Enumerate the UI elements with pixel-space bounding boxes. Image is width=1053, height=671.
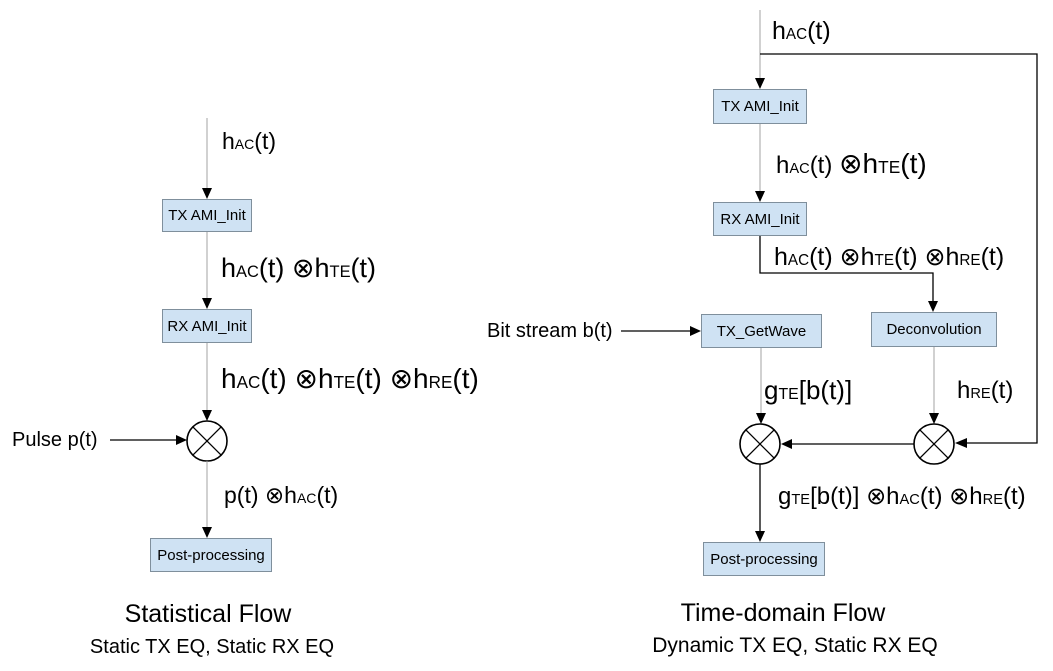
left-after-tx-label: hAC(t) ⊗hTE(t) bbox=[221, 253, 377, 283]
rx-to-deconvolution-elbow bbox=[759, 236, 934, 301]
arrowhead-into-deconvolution bbox=[928, 301, 938, 312]
right-input-signal-label: hAC(t) bbox=[772, 17, 831, 45]
left-arrowhead-into-tx bbox=[202, 188, 212, 199]
left-flow-connectors bbox=[110, 118, 228, 538]
bit-stream-input-label: Bit stream b(t) bbox=[487, 320, 613, 342]
deconvolution-output-label: hRE(t) bbox=[957, 377, 1014, 404]
conv1-x-stroke bbox=[745, 429, 775, 459]
right-arrowhead-into-rx bbox=[755, 191, 765, 202]
left-tx-ami-init-label: TX AMI_Init bbox=[168, 207, 246, 224]
left-after-conv-label: p(t) ⊗hAC(t) bbox=[224, 482, 339, 508]
right-after-conv-label: gTE[b(t)] ⊗hAC(t) ⊗hRE(t) bbox=[778, 483, 1026, 510]
right-arrowhead-into-post bbox=[755, 531, 765, 542]
right-flow-title: Time-domain Flow bbox=[680, 599, 886, 627]
left-input-signal-label: hAC(t) bbox=[222, 128, 276, 154]
right-tx-ami-init-box: TX AMI_Init bbox=[713, 89, 807, 124]
tx-getwave-box: TX_GetWave bbox=[701, 314, 822, 348]
pulse-input-label: Pulse p(t) bbox=[12, 429, 98, 451]
left-rx-ami-init-box: RX AMI_Init bbox=[162, 309, 252, 343]
left-tx-ami-init-box: TX AMI_Init bbox=[162, 199, 252, 232]
pulse-arrowhead bbox=[176, 435, 187, 445]
arrowhead-into-conv1 bbox=[756, 413, 766, 424]
right-after-rx-label: hAC(t) ⊗hTE(t) ⊗hRE(t) bbox=[774, 243, 1005, 271]
getwave-output-label: gTE[b(t)] bbox=[764, 375, 853, 405]
right-rx-ami-init-box: RX AMI_Init bbox=[713, 202, 807, 236]
right-post-processing-label: Post-processing bbox=[710, 550, 818, 568]
rail-arrowhead-into-conv2 bbox=[955, 438, 967, 448]
left-arrowhead-into-rx bbox=[202, 298, 212, 309]
bit-stream-arrowhead bbox=[690, 326, 701, 336]
right-flow-connectors bbox=[621, 10, 1038, 542]
right-post-processing-box: Post-processing bbox=[703, 542, 825, 576]
right-arrowhead-into-tx bbox=[755, 78, 765, 89]
conv2-to-conv1-arrowhead bbox=[781, 439, 792, 449]
left-post-processing-label: Post-processing bbox=[157, 546, 265, 564]
left-rx-ami-init-label: RX AMI_Init bbox=[167, 317, 247, 335]
deconvolution-label: Deconvolution bbox=[886, 321, 982, 338]
left-after-rx-label: hAC(t) ⊗hTE(t) ⊗hRE(t) bbox=[221, 363, 479, 394]
arrowhead-into-conv2 bbox=[929, 413, 939, 424]
left-flow-subtitle: Static TX EQ, Static RX EQ bbox=[89, 636, 335, 658]
left-conv-x-stroke bbox=[192, 426, 222, 456]
left-flow-title: Statistical Flow bbox=[124, 600, 292, 628]
left-arrowhead-into-conv bbox=[202, 410, 212, 421]
right-bypass-rail bbox=[760, 53, 1038, 444]
right-after-tx-label: hAC(t) ⊗hTE(t) bbox=[776, 148, 927, 179]
left-arrowhead-into-post bbox=[202, 527, 212, 538]
deconvolution-box: Deconvolution bbox=[871, 312, 997, 347]
tx-getwave-label: TX_GetWave bbox=[716, 322, 807, 340]
right-tx-ami-init-label: TX AMI_Init bbox=[721, 98, 799, 115]
right-rx-ami-init-label: RX AMI_Init bbox=[720, 210, 800, 228]
left-post-processing-box: Post-processing bbox=[150, 538, 272, 572]
right-flow-subtitle: Dynamic TX EQ, Static RX EQ bbox=[652, 634, 938, 657]
conv2-x-stroke bbox=[919, 429, 949, 459]
